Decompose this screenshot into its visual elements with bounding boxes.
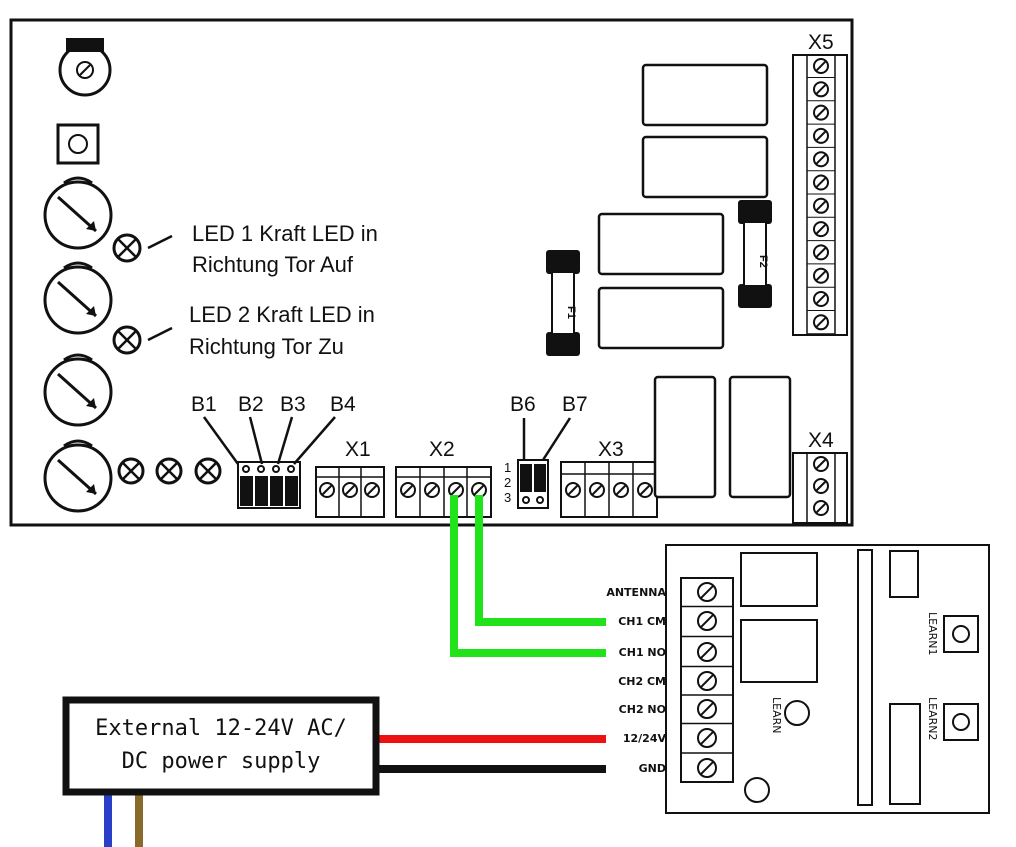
learn1-button	[943, 615, 979, 653]
learn1-label: LEARN1	[926, 612, 939, 655]
learn-button	[784, 700, 810, 726]
fuse-label-f2: F2	[757, 255, 769, 268]
connector-label-x1: X1	[345, 438, 371, 461]
screw-terminal	[813, 151, 829, 168]
pin-number-3: 3	[504, 490, 511, 505]
terminal-label-ch2-cm: CH2 CM	[618, 675, 666, 688]
power-supply-label-line2: DC power supply	[122, 749, 321, 774]
fuse-f2: F2	[738, 200, 772, 308]
screw-terminal	[813, 81, 829, 98]
jumper-block-b1-b4	[237, 461, 301, 509]
learn-label: LEARN	[770, 697, 783, 733]
fuse-label-f1: F1	[565, 306, 577, 319]
learn2-button	[943, 703, 979, 741]
terminal-label-gnd: GND	[639, 762, 666, 775]
force-potentiometers	[43, 176, 113, 513]
status-leds	[117, 457, 222, 485]
terminal-x3	[560, 461, 658, 518]
terminal-label-ch1-no: CH1 NO	[619, 646, 666, 659]
terminal-label-ch1-cm: CH1 CM	[618, 615, 666, 628]
potentiometer	[43, 439, 113, 513]
screw-terminal	[697, 611, 717, 631]
receiver-module: ANTENNA CH1 CM CH1 NO CH2 CM CH2 NO 12/2…	[606, 544, 990, 814]
terminal-x1	[315, 466, 385, 518]
mounting-hole	[744, 777, 770, 803]
screw-terminal	[697, 699, 717, 719]
led-1-icon	[112, 233, 173, 263]
jumper-label-b4: B4	[330, 393, 356, 416]
led2-label-line1: LED 2 Kraft LED in	[189, 302, 375, 327]
jumper-block-b6-b7	[517, 459, 549, 509]
screw-terminal	[813, 174, 829, 191]
screw-terminal	[813, 104, 829, 121]
potentiometer	[43, 261, 113, 335]
connector-label-x2: X2	[429, 438, 455, 461]
terminal-label-ch2-no: CH2 NO	[619, 703, 666, 716]
learn2-label: LEARN2	[926, 697, 939, 740]
screw-terminal	[813, 267, 829, 284]
trim-potentiometer	[58, 38, 112, 97]
power-supply-box: External 12-24V AC/ DC power supply	[62, 696, 380, 796]
pin-number-1: 1	[504, 460, 511, 475]
jumper-label-b3: B3	[280, 393, 306, 416]
terminal-label-12-24v: 12/24V	[623, 732, 667, 745]
screw-terminal	[813, 58, 829, 74]
led-icon	[117, 457, 145, 485]
screw-terminal	[697, 758, 717, 778]
potentiometer	[43, 353, 113, 427]
screw-terminal	[813, 127, 829, 144]
screw-terminal	[697, 728, 717, 748]
screw-terminal	[697, 671, 717, 691]
jumper-label-b2: B2	[238, 393, 264, 416]
push-button	[56, 123, 100, 165]
screw-terminal	[813, 291, 829, 307]
wire-ch1-cm	[475, 495, 606, 626]
screw-terminal	[813, 221, 829, 238]
terminal-label-antenna: ANTENNA	[606, 586, 666, 599]
screw-terminal	[813, 197, 829, 214]
led-icon	[155, 457, 183, 485]
screw-terminal	[813, 314, 829, 331]
screw-terminal	[813, 244, 829, 261]
wire-ch1-no	[450, 495, 606, 657]
fuse-f1: F1	[546, 250, 580, 356]
connector-label-x3: X3	[598, 438, 624, 461]
led1-label-line1: LED 1 Kraft LED in	[192, 221, 378, 246]
terminal-x4	[792, 452, 848, 524]
jumper-label-b1: B1	[191, 393, 217, 416]
relays	[597, 63, 792, 499]
led2-label-line2: Richtung Tor Zu	[189, 334, 344, 359]
main-control-board: LED 1 Kraft LED in Richtung Tor Auf LED …	[9, 18, 854, 527]
pin-number-2: 2	[504, 475, 511, 490]
jumper-label-b6: B6	[510, 393, 536, 416]
led1-label-line2: Richtung Tor Auf	[192, 252, 354, 277]
led-icon	[194, 457, 222, 485]
connector-label-x4: X4	[808, 429, 834, 452]
screw-terminal	[697, 582, 717, 602]
wires	[104, 495, 606, 847]
jumper-label-b7: B7	[562, 393, 588, 416]
power-supply-label-line1: External 12-24V AC/	[95, 716, 347, 741]
terminal-x5	[792, 54, 848, 336]
screw-terminal	[697, 642, 717, 662]
potentiometer	[43, 176, 113, 250]
led-2-icon	[112, 325, 173, 355]
connector-label-x5: X5	[808, 31, 834, 54]
